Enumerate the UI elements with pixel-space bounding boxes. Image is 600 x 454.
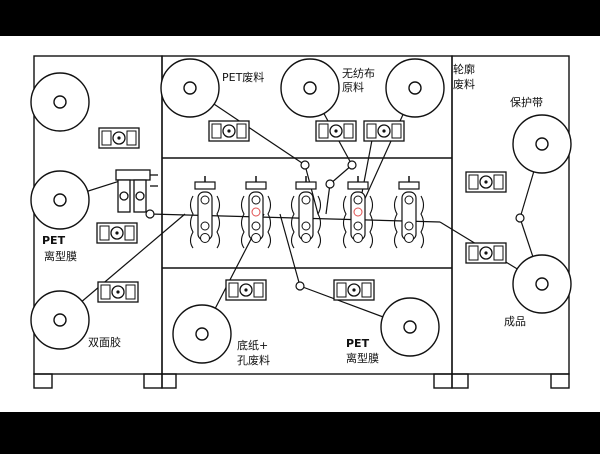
cutting-station	[290, 176, 322, 249]
roll	[30, 170, 90, 230]
idler-roller	[295, 281, 305, 291]
label-pet-waste: PET废料	[222, 70, 264, 84]
laminator-roller	[135, 191, 145, 201]
leg	[33, 373, 53, 389]
laminator-roller	[119, 191, 129, 201]
label-contour-waste-line1: 轮廓	[453, 62, 475, 76]
label-nonwoven-line2: 原料	[342, 80, 364, 94]
roll	[380, 297, 440, 357]
label-pet-release-bottom-line1: PET	[346, 337, 370, 350]
rewinder-units	[96, 120, 507, 303]
roll	[512, 254, 572, 314]
laminating-device	[115, 169, 158, 213]
rewinder-unit	[465, 171, 507, 193]
label-nonwoven-line1: 无纺布	[342, 66, 375, 80]
label-pet-release-left-line1: PET	[42, 234, 66, 247]
rewinder-unit	[96, 222, 138, 244]
label-contour-waste-line2: 废料	[453, 77, 475, 91]
leg	[161, 373, 177, 389]
rolls	[30, 58, 572, 364]
idler-roller	[347, 160, 357, 170]
rewinder-unit	[363, 120, 405, 142]
roll	[172, 304, 232, 364]
rewinder-unit	[98, 127, 140, 149]
roll	[30, 290, 90, 350]
label-protective-tape: 保护带	[510, 95, 543, 109]
rewinder-unit	[225, 279, 267, 301]
label-pet-release-left-line2: 离型膜	[44, 249, 77, 263]
label-double-sided-tape: 双面胶	[88, 335, 121, 349]
label-finished-product: 成品	[504, 315, 526, 328]
web-line	[325, 183, 331, 215]
idler-roller	[145, 209, 155, 219]
idler-roller	[325, 179, 335, 189]
cutting-station	[189, 176, 221, 249]
label-backing-paper-line2: 孔废料	[237, 353, 270, 367]
cutting-station	[342, 176, 374, 249]
roll	[160, 58, 220, 118]
cutting-station	[393, 176, 425, 249]
leg	[550, 373, 570, 389]
roll	[512, 114, 572, 174]
roll	[385, 58, 445, 118]
right-frame	[451, 55, 570, 375]
rewinder-unit	[97, 281, 139, 303]
roll	[280, 58, 340, 118]
roll	[30, 72, 90, 132]
idler-rollers	[145, 160, 525, 291]
cutting-station	[240, 176, 272, 249]
idler-roller	[515, 213, 525, 223]
idler-roller	[300, 160, 310, 170]
rewinder-unit	[333, 279, 375, 301]
die-cutting-stations	[189, 176, 425, 249]
rewinder-unit	[465, 242, 507, 264]
rewinder-unit	[208, 120, 250, 142]
labels: PET废料 无纺布 原料 轮廓 废料 保护带 PET 离型膜 双面胶 底纸+ 孔…	[42, 62, 543, 367]
leg	[451, 373, 469, 389]
machine-frame	[33, 55, 570, 389]
web-line	[279, 213, 301, 287]
laminator-top-bar	[115, 169, 151, 181]
web-line	[329, 164, 353, 185]
label-backing-paper-line1: 底纸+	[237, 338, 268, 352]
label-pet-release-bottom-line2: 离型膜	[346, 351, 379, 365]
rewinder-unit	[315, 120, 357, 142]
